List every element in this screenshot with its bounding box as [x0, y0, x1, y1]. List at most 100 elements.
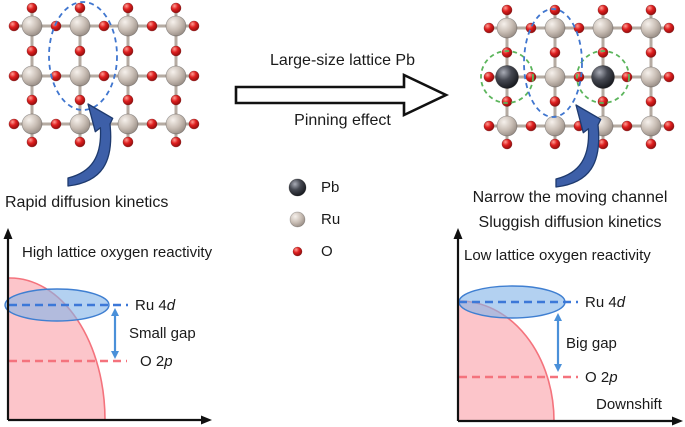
o-sphere-icon: [292, 246, 303, 257]
curved-arrow-left: [67, 103, 114, 187]
o-atom: [188, 70, 200, 82]
ruo2-lattice-left: [8, 1, 200, 187]
o-atom: [645, 96, 657, 107]
ru-atom: [117, 65, 139, 87]
pb-sphere-icon: [288, 178, 307, 197]
right-arrow-icon: [234, 72, 450, 118]
o2p-band-area: [459, 300, 555, 421]
o-atom: [549, 47, 561, 58]
o-atom: [597, 96, 609, 107]
o2p-label: O 2p: [585, 369, 618, 386]
gap-arrow-up-icon: [111, 308, 119, 316]
ru-atom: [69, 65, 91, 87]
o-atom: [8, 70, 20, 82]
o-atom: [501, 4, 513, 16]
gap-label: Small gap: [129, 325, 196, 342]
o-atom: [663, 120, 675, 132]
pb-atom: [495, 65, 519, 89]
o-atom: [122, 2, 134, 14]
ru4d-band-area: [4, 288, 110, 322]
o-atom: [549, 138, 561, 150]
ru4d-label: Ru 4d: [135, 297, 176, 314]
pb-atom: [591, 65, 615, 89]
o-atom: [98, 20, 110, 32]
legend-label-o: O: [321, 243, 333, 260]
ru-atom: [496, 115, 518, 137]
gap-label: Big gap: [566, 335, 617, 352]
o-atom: [8, 20, 20, 32]
ru-atom: [640, 66, 662, 88]
pb-doped-lattice-right: [480, 4, 675, 188]
band-chart-left: High lattice oxygen reactivity Ru 4d Sma…: [3, 228, 213, 425]
legend-item-o: O: [286, 240, 340, 263]
legend-label-ru: Ru: [321, 211, 341, 228]
o-atom: [122, 45, 134, 57]
o-atom: [50, 20, 62, 32]
x-axis-arrow-icon: [201, 415, 212, 425]
transition-top-label: Large-size lattice Pb: [270, 52, 415, 69]
o-atom: [8, 118, 20, 130]
o-atom: [573, 71, 585, 83]
o-atom: [501, 47, 513, 58]
ru-atom: [165, 65, 187, 87]
curved-arrow-right: [555, 104, 602, 188]
o-atom: [26, 2, 38, 14]
legend-label-pb: Pb: [321, 179, 340, 196]
o-atom: [645, 138, 657, 150]
ru-atom: [592, 17, 614, 39]
o-atom: [170, 94, 182, 106]
ru-atom: [640, 17, 662, 39]
diffusion-channel-ellipse-left: [48, 1, 118, 111]
legend-item-pb: Pb: [286, 176, 340, 199]
ru-atom: [165, 15, 187, 37]
y-axis-arrow-icon: [453, 228, 463, 239]
ru-atom: [117, 15, 139, 37]
o-atom: [122, 94, 134, 106]
gap-arrow-down-icon: [111, 351, 119, 359]
ru4d-label: Ru 4d: [585, 294, 626, 311]
chart-title: High lattice oxygen reactivity: [22, 244, 213, 261]
legend-item-ru: Ru: [286, 208, 340, 231]
o-atom: [122, 136, 134, 148]
o-atom: [663, 71, 675, 83]
pinning-circle-right-pb: [576, 50, 630, 104]
o-atom: [621, 22, 633, 34]
gap-arrow-down-icon: [554, 364, 562, 372]
o-atom: [501, 138, 513, 150]
band-chart-right: Low lattice oxygen reactivity Ru 4d Big …: [453, 228, 683, 426]
ru-atom: [117, 113, 139, 135]
o-atom: [74, 136, 86, 148]
atom-legend: Pb Ru O: [286, 176, 340, 263]
downshift-label: Downshift: [596, 396, 663, 413]
y-axis-arrow-icon: [3, 228, 13, 239]
o-atom: [74, 94, 86, 106]
o-atom: [663, 22, 675, 34]
diffusion-channel-ellipse-right: [523, 8, 583, 118]
right-caption-line1: Narrow the moving channel: [472, 189, 668, 206]
o-atom: [573, 22, 585, 34]
o-atom: [525, 22, 537, 34]
ru-atom: [496, 17, 518, 39]
o-atom: [483, 22, 495, 34]
ru-atom: [69, 113, 91, 135]
o-atom: [170, 2, 182, 14]
o-atom: [597, 4, 609, 16]
o-atom: [597, 138, 609, 150]
ru-atom: [544, 66, 566, 88]
ru-atom: [544, 17, 566, 39]
pinning-circle-left-pb: [480, 50, 534, 104]
transition-bottom-label: Pinning effect: [294, 112, 391, 129]
o-atom: [50, 70, 62, 82]
o-atom: [50, 118, 62, 130]
o-atom: [188, 118, 200, 130]
o-atom: [483, 120, 495, 132]
o-atom: [74, 2, 86, 14]
o-atom: [621, 71, 633, 83]
chart-title: Low lattice oxygen reactivity: [464, 247, 651, 264]
o-atom: [188, 20, 200, 32]
o-atom: [26, 136, 38, 148]
right-caption-line2: Sluggish diffusion kinetics: [478, 214, 662, 231]
o-atom: [26, 94, 38, 106]
o-atom: [549, 96, 561, 107]
